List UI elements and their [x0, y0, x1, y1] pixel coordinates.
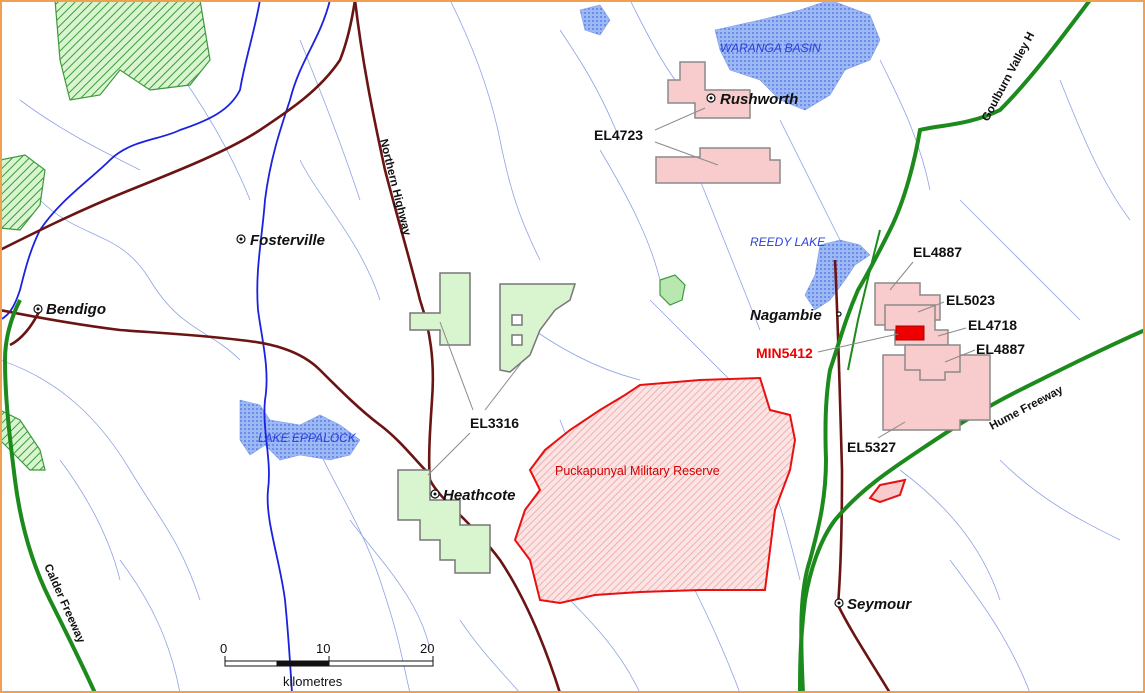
min5412-area — [895, 325, 925, 341]
label-reedy-lake: REEDY LAKE — [750, 235, 826, 249]
rivers — [0, 0, 331, 693]
freeway-hume — [798, 328, 1145, 693]
leader-lines — [427, 107, 976, 476]
label-el4887-north: EL4887 — [913, 244, 962, 260]
label-heathcote: Heathcote — [443, 487, 516, 504]
highway-bendigo-east — [0, 308, 431, 476]
lake-north-small — [579, 4, 611, 36]
highway-southwest — [9, 309, 42, 347]
highways — [0, 0, 892, 693]
el3316-block-north-a — [409, 272, 471, 346]
label-el5327: EL5327 — [847, 439, 896, 455]
label-seymour: Seymour — [847, 596, 912, 613]
river-campaspe — [256, 0, 331, 693]
freeway-nagambie-link — [847, 229, 881, 371]
label-nagambie: Nagambie — [750, 307, 822, 324]
label-rushworth: Rushworth — [720, 91, 798, 108]
label-el4887-south: EL4887 — [976, 341, 1025, 357]
label-puckapunyal-reserve: Puckapunyal Military Reserve — [555, 464, 720, 478]
label-el5023: EL5023 — [946, 292, 995, 308]
label-lake-eppalock: LAKE EPPALOCK — [258, 431, 357, 445]
el4723-south — [655, 147, 781, 184]
el3316-block-north-b — [499, 283, 577, 373]
scale-tick-20: 20 — [420, 641, 434, 656]
label-waranga-basin: WARANGA BASIN — [720, 41, 821, 55]
lake-eppalock — [239, 399, 361, 461]
el4723-north — [667, 61, 751, 119]
label-el4723: EL4723 — [594, 127, 643, 143]
scale-unit: kilometres — [283, 674, 343, 689]
scale-bar: 0 10 20 kilometres — [220, 641, 434, 689]
highway-bendigo-north — [0, 0, 357, 252]
el3316-block-south — [397, 469, 491, 574]
el4718 — [904, 344, 961, 381]
el3316-blocks — [397, 272, 577, 574]
lake-waranga — [714, 0, 881, 111]
nagambie-marker — [836, 311, 842, 317]
freeway-calder — [2, 299, 97, 693]
lake-reedy — [804, 239, 871, 311]
puckapunyal-military-reserve — [513, 376, 797, 605]
exploration-licences — [655, 61, 991, 431]
el4887-south — [882, 354, 991, 431]
park-west-mid — [0, 154, 46, 231]
reserve-southeast-patch — [868, 478, 907, 504]
lakes — [239, 0, 881, 461]
el3316-hole-1 — [511, 314, 523, 326]
park-near-nagambie — [659, 274, 686, 306]
scale-tick-10: 10 — [316, 641, 330, 656]
town-marker-dots — [36, 96, 841, 605]
scale-tick-0: 0 — [220, 641, 227, 656]
label-min5412: MIN5412 — [756, 345, 813, 361]
label-el4718: EL4718 — [968, 317, 1017, 333]
highway-northern — [353, 0, 562, 693]
park-northwest — [54, 0, 211, 101]
label-el3316: EL3316 — [470, 415, 519, 431]
label-fosterville: Fosterville — [250, 232, 325, 249]
river-west — [0, 0, 261, 321]
label-bendigo: Bendigo — [46, 301, 106, 318]
freeway-goulburn-valley — [799, 0, 1092, 693]
national-parks — [0, 0, 686, 471]
el3316-hole-2 — [511, 334, 523, 346]
